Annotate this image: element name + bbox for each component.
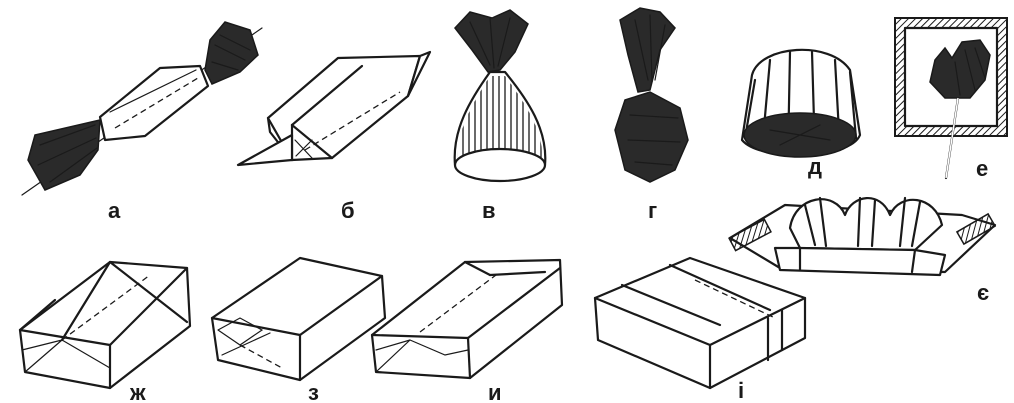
- label-ye: є: [977, 280, 989, 305]
- label-g: г: [648, 198, 657, 223]
- label-y: и: [488, 380, 502, 403]
- label-a: а: [108, 198, 121, 223]
- figure-g-double-twist: [615, 8, 688, 182]
- figure-zh-box: [20, 262, 190, 388]
- figure-e-lollipop: [895, 18, 1007, 178]
- figure-y-box: [372, 260, 562, 378]
- label-v: в: [482, 198, 496, 223]
- figure-ye-tray-wrap: [729, 198, 995, 275]
- figure-d-fluted-cup: [742, 50, 860, 157]
- label-b: б: [341, 198, 355, 223]
- label-z: з: [308, 380, 319, 403]
- label-d: д: [808, 154, 822, 179]
- figure-v-bunch-wrap: [455, 10, 546, 181]
- label-i: і: [738, 378, 744, 403]
- label-zh: ж: [129, 380, 146, 403]
- figure-i-box: [595, 258, 805, 388]
- figure-a-twist-wrap: [22, 22, 262, 195]
- figure-z-box: [212, 258, 385, 380]
- label-e: е: [976, 156, 988, 181]
- figure-b-fold-wrap: [238, 52, 430, 165]
